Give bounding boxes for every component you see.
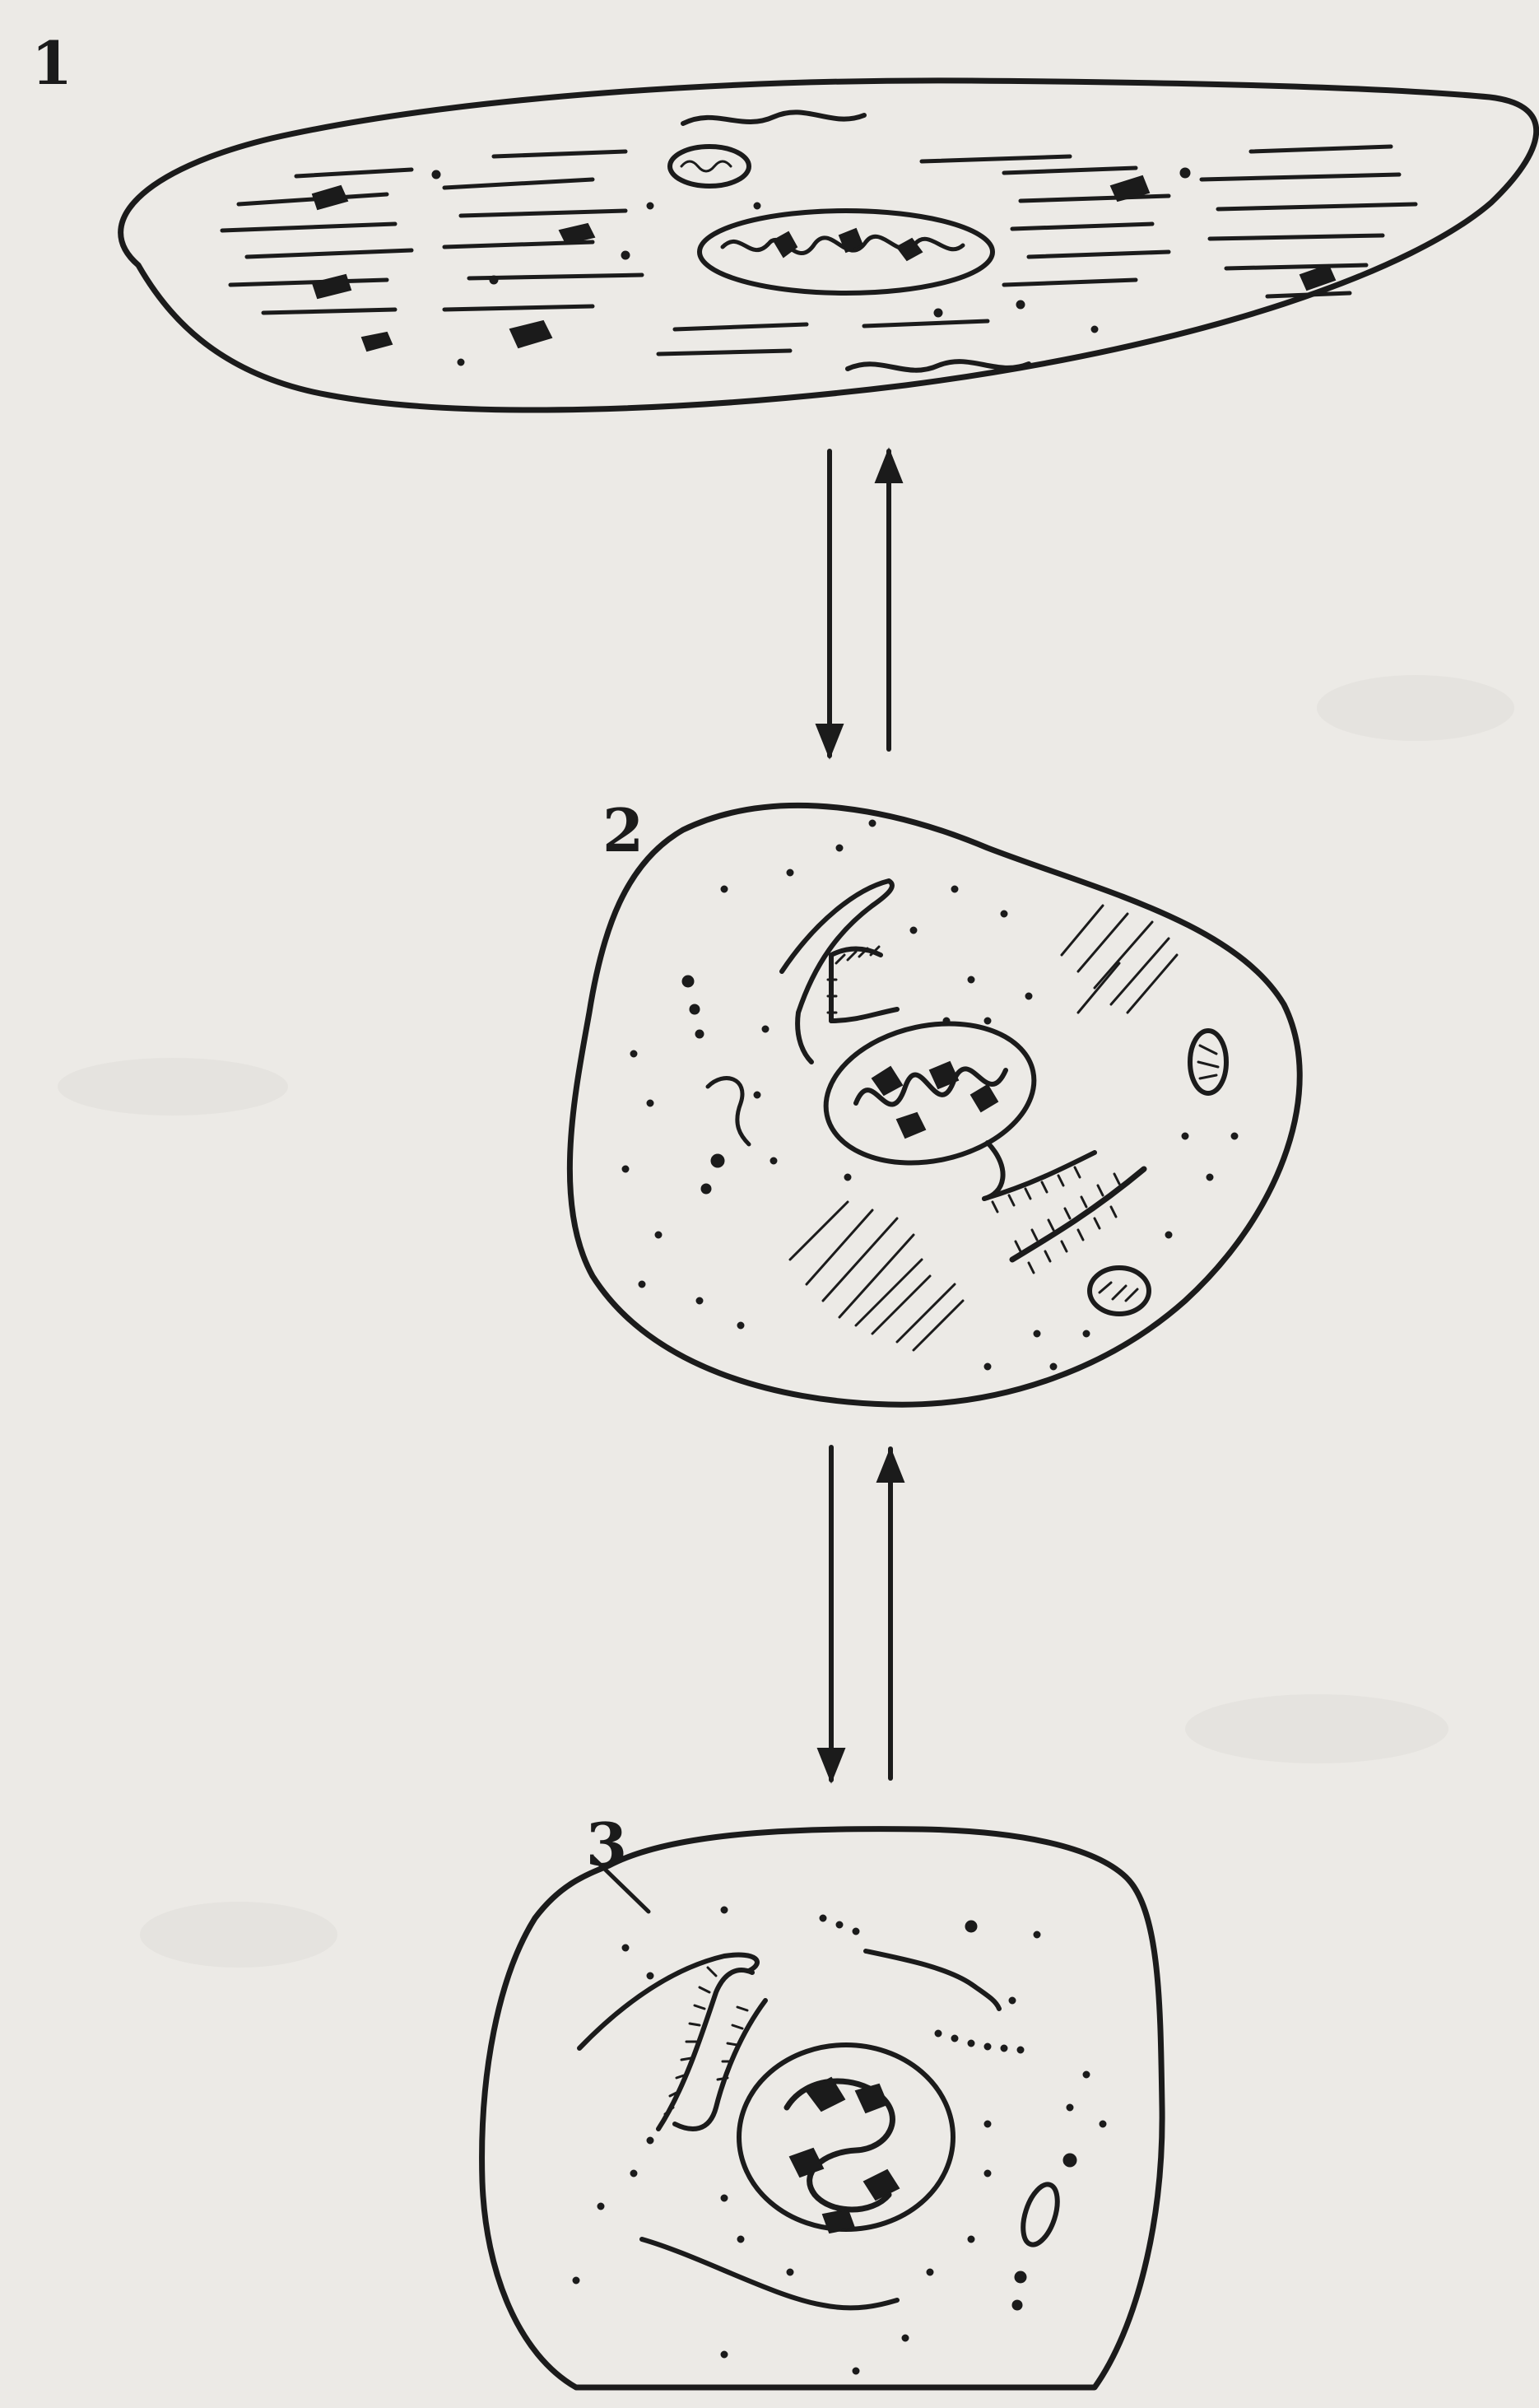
cell-2-membrane <box>570 805 1300 1404</box>
cell-3-strand-bottom <box>642 2239 897 2308</box>
cell-1-mitochondrion-cristae <box>681 161 731 171</box>
cell-1-myofibrils <box>222 147 1416 354</box>
arrow-down-2-3-head <box>818 1749 844 1782</box>
cell-1: 1 <box>31 28 1537 410</box>
cell-2-chromatin-clumps <box>872 1062 997 1138</box>
cell-1-membrane <box>121 81 1537 410</box>
cell-3-granules <box>573 1907 1106 2374</box>
cell-2-hatching <box>790 906 1177 1350</box>
paper-texture <box>58 675 1514 1968</box>
cell-2-mitochondrion-1-cristae <box>1198 1046 1218 1078</box>
cell-3-nucleus <box>739 2045 953 2229</box>
cell-2-vesicle-chain <box>708 1078 749 1144</box>
arrow-up-2-1-head <box>876 449 902 482</box>
cell-1-wavy-strand-top <box>683 112 864 123</box>
cell-2-rough-er <box>828 947 1144 1273</box>
transition-arrows-1-2 <box>816 449 902 757</box>
cell-3-vesicle <box>1016 2180 1064 2248</box>
cell-2-mitochondrion-2-cristae <box>1100 1283 1137 1301</box>
cell-2-mitochondrion-1 <box>1190 1031 1226 1093</box>
arrow-down-1-2-head <box>816 724 843 757</box>
cell-1-dark-inclusions <box>313 176 1335 351</box>
cell-2: 2 <box>570 795 1300 1404</box>
cell-3-rough-er <box>579 1955 765 2129</box>
cell-1-chromatin-clumps <box>774 229 922 260</box>
cell-2-nucleus <box>813 1005 1048 1181</box>
transition-arrows-2-3 <box>818 1447 904 1782</box>
cell-2-tubule <box>782 881 892 1062</box>
cell-3-strand-top-right <box>866 1951 999 2009</box>
cell-3: 3 <box>482 1809 1163 2387</box>
cell-1-label: 1 <box>31 28 72 98</box>
cell-1-wavy-strand-bottom <box>848 361 1029 370</box>
cell-2-granules <box>622 820 1238 1370</box>
arrow-up-3-2-head <box>877 1449 904 1482</box>
cell-3-chromatin-clumps <box>790 2078 899 2233</box>
cell-2-label: 2 <box>602 795 644 865</box>
